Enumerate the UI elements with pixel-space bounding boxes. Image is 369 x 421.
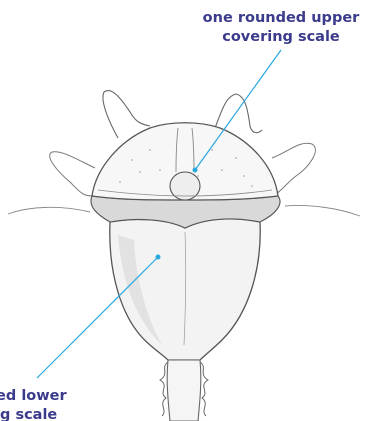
right-tendril-mid [272,143,315,194]
upper-scale-label-line-2: covering scale [188,28,369,47]
stalk [167,360,201,421]
upper-scale-label-line-1: one rounded upper [188,9,369,28]
lower-scale-label: nded lower ing scale [0,387,96,421]
upper-scale-label: one rounded upper covering scale [188,9,369,47]
left-tendril-long [8,207,90,214]
left-tendril-mid [50,152,95,196]
stalk-right-frill [200,362,208,416]
lower-scale-label-line-1: nded lower [0,387,96,406]
right-tendril-upper [215,94,262,133]
upper-leader-dot [193,168,198,173]
lower-leader-dot [156,255,161,260]
stalk-left-frill [160,362,168,416]
right-tendril-long [285,205,360,216]
lower-scale-label-line-2: ing scale [0,406,96,421]
